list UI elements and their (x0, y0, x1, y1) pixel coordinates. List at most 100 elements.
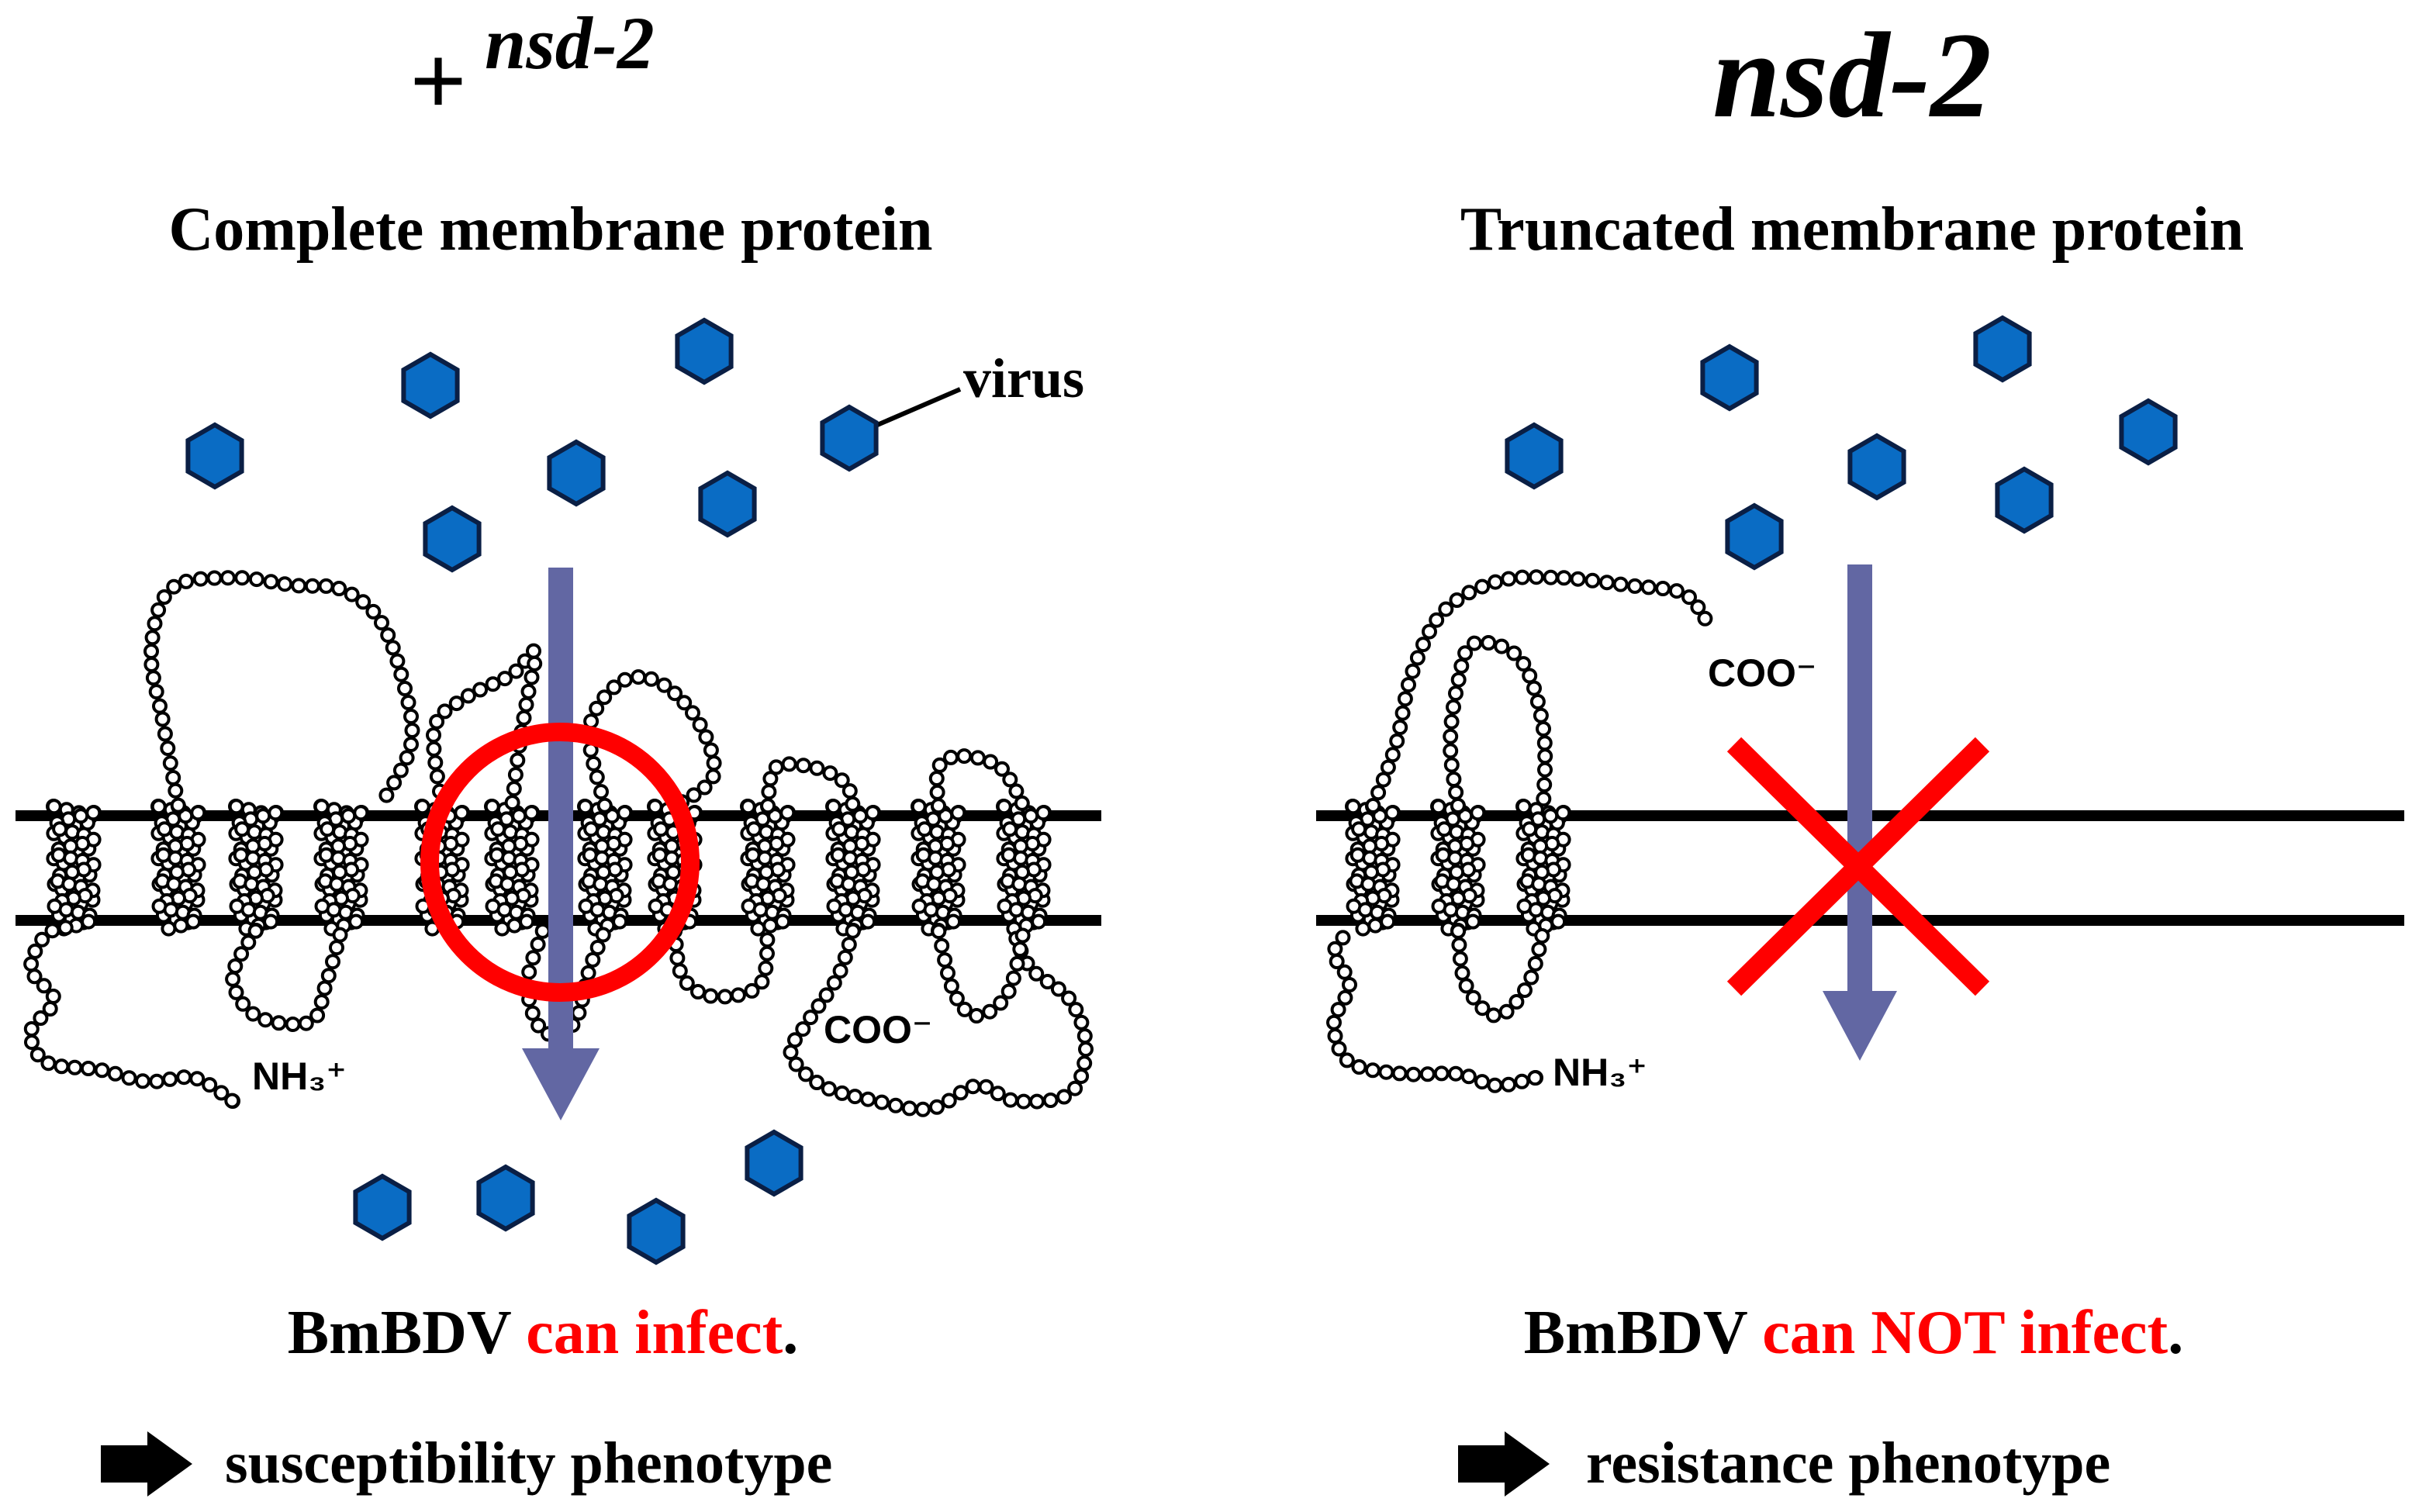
amino-acid-bead (189, 1071, 206, 1087)
amino-acid-bead (669, 950, 686, 966)
amino-acid-bead (176, 1069, 192, 1086)
amino-acid-bead (762, 771, 779, 787)
amino-acid-bead (285, 1017, 301, 1032)
amino-acid-bead (320, 821, 336, 837)
amino-acid-bead (508, 663, 524, 679)
amino-acid-bead (156, 589, 172, 605)
amino-acid-bead (1068, 1002, 1084, 1018)
amino-acid-bead (73, 808, 89, 824)
amino-acid-bead (826, 975, 842, 991)
right-outcome-suffix: . (2168, 1299, 2183, 1367)
amino-acid-bead (426, 727, 441, 743)
amino-acid-bead (1375, 772, 1391, 788)
amino-acid-bead (1029, 1093, 1045, 1110)
amino-acid-bead (42, 1001, 58, 1017)
amino-acid-bead (1655, 581, 1671, 596)
amino-acid-bead (1474, 1074, 1490, 1090)
amino-acid-bead (1450, 923, 1467, 939)
amino-acid-bead (161, 920, 177, 937)
amino-acid-bead (57, 920, 74, 936)
amino-acid-bead (1002, 772, 1018, 788)
amino-acid-bead (1453, 658, 1470, 674)
amino-acid-bead (1550, 913, 1567, 930)
amino-acid-bead (313, 994, 330, 1010)
right-protein-chain (1326, 569, 1713, 1093)
amino-acid-bead (427, 754, 444, 771)
amino-acid-bead (956, 748, 973, 765)
amino-acid-bead (768, 759, 784, 775)
amino-acid-bead (33, 1010, 49, 1026)
amino-acid-bead (168, 782, 184, 799)
amino-acid-bead (1522, 668, 1538, 684)
amino-acid-bead (1337, 989, 1353, 1006)
left-phenotype-arrow-icon (101, 1431, 192, 1496)
amino-acid-bead (1458, 978, 1474, 994)
amino-acid-bead (1394, 705, 1411, 721)
amino-acid-bead (965, 1079, 981, 1095)
amino-acid-bead (389, 653, 406, 669)
amino-acid-bead (1555, 805, 1571, 821)
amino-acid-bead (54, 1058, 70, 1075)
amino-acid-bead (1028, 965, 1045, 982)
right-panel: nsd-2 Truncated membrane protein COO⁻ NH… (1316, 8, 2404, 1496)
amino-acid-bead (165, 770, 181, 785)
amino-acid-bead (1449, 592, 1465, 608)
amino-acid-bead (160, 740, 176, 756)
amino-acid-bead (643, 671, 659, 687)
amino-acid-bead (969, 750, 986, 766)
amino-acid-bead (656, 677, 672, 693)
amino-acid-bead (490, 821, 506, 837)
amino-acid-bead (834, 772, 850, 789)
amino-acid-bead (234, 570, 251, 586)
amino-acid-bead (1527, 955, 1543, 972)
amino-acid-bead (874, 1094, 890, 1110)
amino-acid-bead (596, 689, 613, 706)
amino-acid-bead (577, 799, 593, 815)
amino-acid-bead (667, 685, 683, 702)
amino-acid-bead (949, 990, 965, 1006)
amino-acid-bead (148, 684, 164, 700)
amino-acid-bead (845, 923, 861, 939)
amino-acid-bead (1336, 964, 1353, 980)
virus-icon (820, 404, 879, 472)
amino-acid-bead (268, 805, 284, 821)
amino-acid-bead (247, 923, 264, 939)
amino-acid-bead (29, 1047, 46, 1063)
virus-icon (745, 1129, 803, 1197)
amino-acid-bead (1461, 585, 1477, 601)
amino-acid-bead (1640, 579, 1657, 595)
amino-acid-bead (1514, 569, 1530, 585)
amino-acid-bead (1327, 941, 1343, 957)
amino-acid-bead (1436, 821, 1453, 837)
amino-acid-bead (841, 783, 858, 799)
amino-acid-bead (344, 586, 360, 602)
amino-acid-bead (943, 978, 959, 994)
right-entry-arrow (1823, 564, 1897, 1061)
amino-acid-bead (107, 1065, 123, 1082)
amino-acid-bead (717, 989, 733, 1005)
amino-acid-bead (511, 808, 527, 824)
amino-acid-bead (40, 1055, 57, 1072)
amino-acid-bead (403, 737, 419, 752)
amino-acid-bead (1365, 798, 1381, 813)
amino-acid-bead (81, 913, 97, 930)
amino-acid-bead (1498, 1003, 1515, 1020)
amino-acid-bead (1326, 1014, 1342, 1030)
virus-leader-line (869, 387, 962, 430)
amino-acid-bead (23, 1021, 40, 1037)
amino-acid-bead (1014, 927, 1031, 944)
amino-acid-bead (150, 799, 167, 815)
amino-acid-bead (1515, 799, 1532, 815)
amino-acid-bead (202, 1077, 218, 1093)
amino-acid-bead (506, 781, 522, 797)
left-phenotype: susceptibility phenotype (225, 1431, 832, 1496)
amino-acid-bead (821, 1081, 837, 1097)
amino-acid-bead (1380, 759, 1396, 775)
amino-acid-bead (263, 913, 279, 930)
amino-acid-bead (1506, 645, 1522, 661)
amino-acid-bead (692, 716, 708, 733)
amino-acid-bead (1681, 589, 1697, 606)
amino-acid-bead (1668, 583, 1685, 599)
amino-acid-bead (730, 987, 746, 1003)
amino-acid-bead (934, 937, 950, 954)
